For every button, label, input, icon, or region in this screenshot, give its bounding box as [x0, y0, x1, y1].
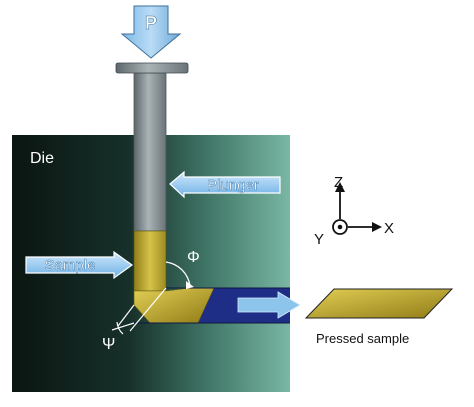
phi-arc: [165, 261, 191, 287]
phi-arc-arrowhead: [186, 281, 194, 289]
pressed-sample-label: Pressed sample: [316, 331, 409, 346]
phi-label: Φ: [187, 249, 200, 266]
phi-line: [129, 287, 167, 332]
psi-label: Ψ: [102, 336, 115, 353]
force-label: P: [145, 13, 157, 33]
sample-label: Sample: [45, 257, 96, 274]
exit-arrow: [237, 291, 301, 319]
y-axis-circle: [332, 219, 348, 235]
die-label: Die: [30, 150, 54, 167]
z-axis-arrowhead: [335, 182, 345, 192]
force-arrow: [120, 5, 182, 59]
psi-line-2: [111, 322, 135, 331]
plunger-rod: [133, 72, 167, 232]
pressed-sample-shape: [304, 288, 454, 319]
plunger-label: Plunger: [207, 177, 259, 194]
z-axis-label: Z: [334, 174, 343, 191]
psi-arc: [116, 321, 124, 335]
plunger-cap: [115, 62, 189, 74]
sample-callout: [25, 250, 134, 280]
x-axis-label: X: [384, 220, 394, 237]
sample-bent: [133, 287, 215, 324]
x-axis-arrowhead: [372, 222, 382, 232]
y-axis-label: Y: [314, 231, 324, 248]
psi-line-1: [117, 304, 135, 327]
plunger-callout: [169, 170, 281, 199]
sample-vertical: [133, 230, 167, 292]
coordinate-axes: Z X Y: [314, 174, 394, 248]
y-axis-dot: [337, 224, 343, 230]
